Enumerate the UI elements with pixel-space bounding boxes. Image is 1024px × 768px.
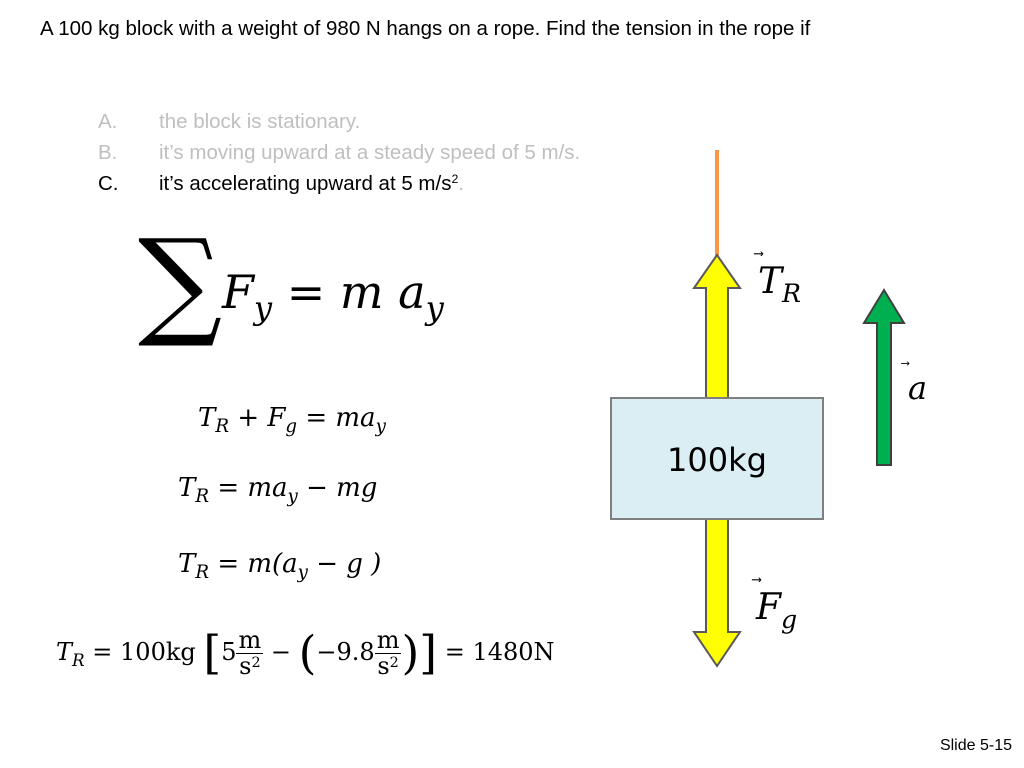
acceleration-vector-label: ⃗a: [908, 368, 927, 408]
eq3-tail: − g ): [316, 549, 382, 579]
eq2-tail: − mg: [306, 473, 378, 503]
eq4-close-bracket: ]: [419, 626, 438, 680]
option-a-text: the block is stationary.: [159, 110, 361, 133]
eq4-accel-value: 5: [221, 638, 237, 666]
eq4-g-value: −9.8: [316, 638, 375, 666]
eq4-unit2-sup: 2: [389, 654, 399, 671]
option-b-letter: B.: [98, 141, 118, 164]
eq3-rhs: = m(a: [217, 549, 298, 579]
eq1-lhs-sub: R: [215, 416, 230, 438]
eq4-lhs: T: [56, 638, 73, 666]
eq4-result: = 1480N: [444, 638, 555, 666]
eq4-open-paren: (: [298, 626, 317, 680]
gravity-sub: g: [780, 604, 798, 634]
eq1-plus: +: [237, 403, 260, 433]
eq1-f-sub: g: [285, 416, 298, 438]
summation-symbol: ∑: [138, 213, 223, 351]
eq3-lhs: T: [178, 549, 196, 579]
option-b-text: it’s moving upward at a steady speed of …: [159, 141, 581, 164]
eq2-lhs-sub: R: [195, 486, 210, 508]
block-label: 100kg: [667, 441, 767, 479]
eq4-unit2-den: s: [377, 652, 390, 680]
eq3-lhs-sub: R: [195, 562, 210, 584]
eq4-open-bracket: [: [203, 626, 222, 680]
eq2-rhs-sub: y: [287, 486, 298, 508]
mass-block: [610, 397, 824, 520]
gravity-vector-label: ⃗Fg: [756, 586, 798, 634]
eq4-close-paren: ): [401, 626, 420, 680]
eq4-unit2-num: m: [374, 625, 402, 654]
slide-number: Slide 5-15: [939, 737, 1012, 754]
option-c-letter: C.: [98, 172, 119, 195]
eq2-rhs: = ma: [217, 473, 288, 503]
eq4-minus: −: [270, 638, 291, 666]
option-c-text: it’s accelerating upward at 5 m/s2.: [159, 169, 464, 201]
eq4-mass: = 100kg: [92, 638, 196, 666]
newton-second-law: Fy = m ay: [222, 265, 444, 328]
gravity-symbol: F: [756, 587, 781, 628]
eq1-lhs: T: [198, 403, 216, 433]
tension-symbol: T: [758, 261, 783, 302]
option-a-letter: A.: [98, 110, 118, 133]
equation-line-3: TR = m(ay − g ): [178, 546, 381, 585]
eq1-rhs: = ma: [305, 403, 376, 433]
eq2-lhs: T: [178, 473, 196, 503]
eq4-unit1-den: s: [239, 652, 252, 680]
problem-statement: A 100 kg block with a weight of 980 N ha…: [40, 17, 811, 40]
eq3-rhs-sub: y: [297, 562, 308, 584]
eq1-rhs-sub: y: [375, 416, 386, 438]
equation-line-2: TR = may − mg: [178, 470, 377, 509]
eq4-unit1-num: m: [236, 625, 264, 654]
acceleration-arrow: [862, 288, 906, 466]
option-c-main: it’s accelerating upward at 5 m/s: [159, 172, 452, 195]
eq4-lhs-sub: R: [72, 649, 85, 670]
eq1-f: F: [267, 403, 286, 433]
equation-line-1: TR + Fg = may: [198, 400, 386, 439]
tension-sub: R: [782, 278, 801, 308]
option-c-trail: .: [458, 172, 465, 195]
eq4-unit1-sup: 2: [251, 654, 261, 671]
option-c-superscript: 2: [451, 172, 459, 187]
acceleration-symbol: a: [908, 369, 928, 407]
tension-vector-label: ⃗TR: [758, 260, 801, 308]
